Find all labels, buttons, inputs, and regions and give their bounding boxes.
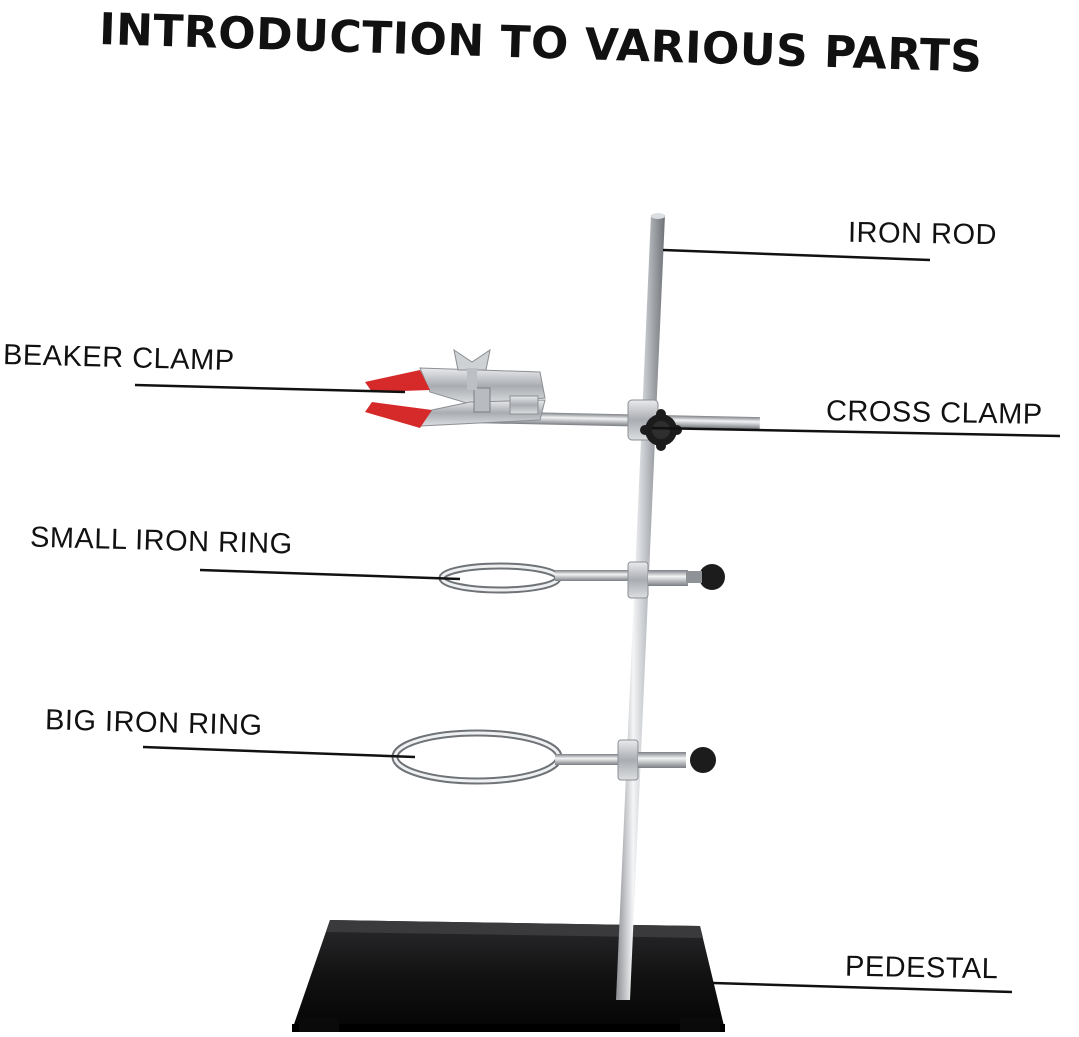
leader-lines [134, 248, 1061, 994]
label-small-iron-ring: SMALL IRON RING [29, 521, 294, 561]
leader-line-beaker-clamp [134, 383, 406, 394]
cross-clamp [627, 399, 682, 451]
small-iron-ring [438, 561, 725, 599]
label-pedestal: PEDESTAL [844, 950, 999, 986]
leader-line-big-ring [142, 745, 416, 759]
label-cross-clamp: CROSS CLAMP [825, 395, 1043, 431]
leader-line-small-ring [199, 568, 461, 581]
leader-line-pedestal [679, 980, 1013, 994]
label-big-iron-ring: BIG IRON RING [44, 704, 263, 742]
label-iron-rod: IRON ROD [847, 216, 998, 252]
label-beaker-clamp: BEAKER CLAMP [2, 338, 236, 378]
leader-line-iron-rod [662, 248, 931, 262]
pedestal-base [292, 920, 725, 1032]
beaker-clamp-assembly [365, 348, 760, 430]
big-iron-ring [391, 729, 716, 785]
iron-rod [616, 213, 665, 1000]
leader-line-cross-clamp [651, 426, 1061, 438]
